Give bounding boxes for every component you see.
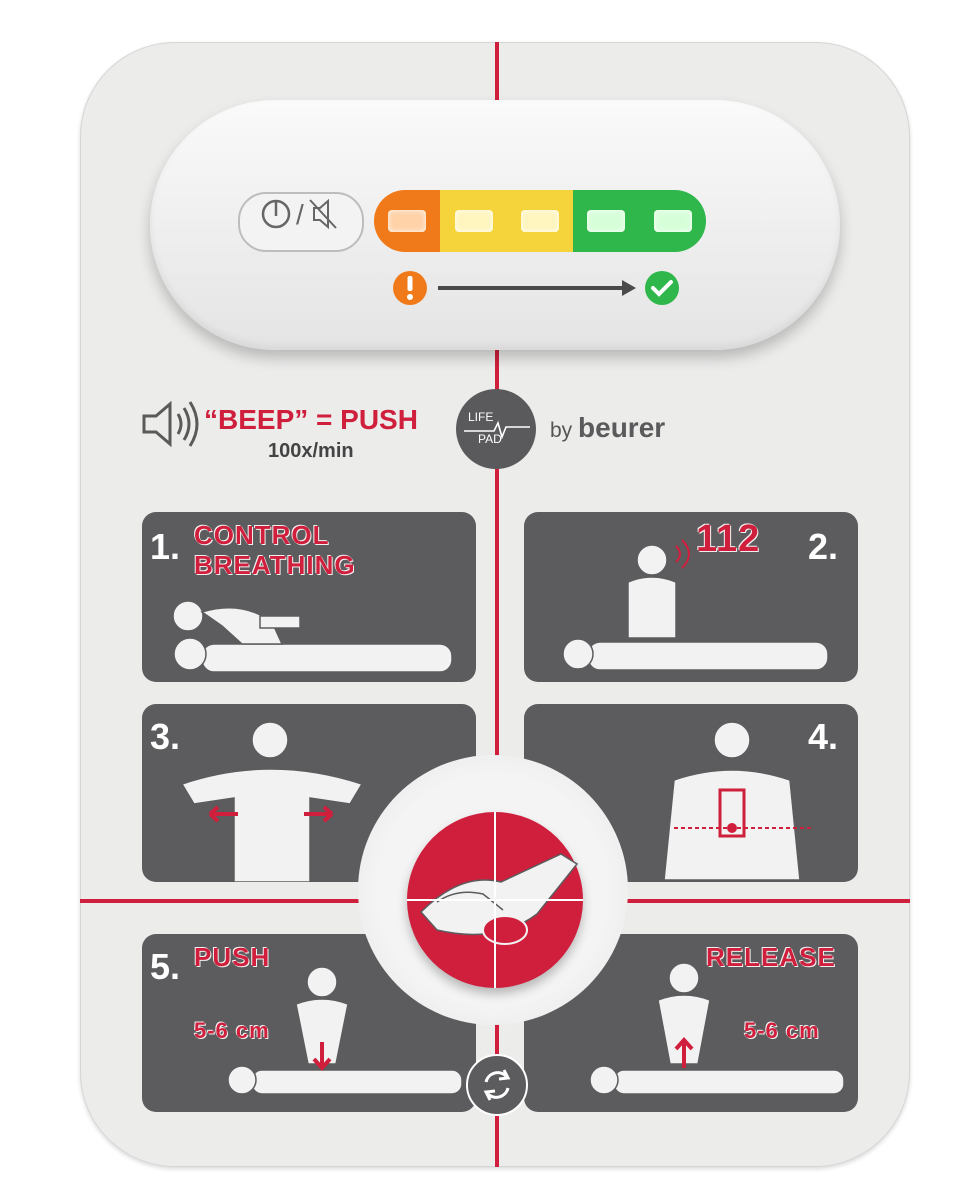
step-1-line2: BREATHING [194,550,356,580]
release-depth: 5-6 cm [744,1018,820,1043]
compression-rate: 100x/min [268,440,354,462]
step-1-panel: 1. CONTROL BREATHING [142,512,476,682]
open-shirt-illustration [180,721,364,882]
cpr-pad: / [80,42,910,1167]
warning-to-ok-scale [393,271,679,305]
check-breathing-illustration [172,600,453,673]
step-number: 2. [808,526,839,567]
speaker-icon [142,400,199,448]
step-2-panel: 112 2. [524,512,858,682]
step-1-line1: CONTROL [194,520,330,550]
call-emergency-illustration [562,539,829,671]
power-mute-icon: / [258,194,344,253]
push-depth: 5-6 cm [194,1018,270,1043]
by-text: by [550,419,573,442]
warning-icon [393,271,427,305]
hands-on-chest-icon [407,812,583,988]
brand-name: beurer [578,412,666,443]
lifepad-logo: LIFE PAD [456,389,536,469]
step-number: 5. [150,946,181,987]
push-label: PUSH [194,942,271,972]
led-yellow-2 [506,190,574,252]
step-number: 3. [150,716,181,757]
step-5-release-panel: RELEASE 5-6 cm [524,934,858,1112]
led-green-2 [639,190,706,252]
release-illustration [589,962,845,1095]
locate-chest-illustration [663,721,814,881]
compression-sensor-button[interactable] [407,812,583,988]
vertical-guide-line [495,42,499,1167]
led-yellow-1 [440,190,507,252]
check-icon [645,271,679,305]
power-mute-button[interactable]: / [238,192,364,252]
logo-life: LIFE [468,410,493,424]
pressure-indicator-leds [374,190,706,252]
step-5-push-panel: 5. PUSH 5-6 cm [142,934,476,1112]
emergency-number: 112 [696,518,761,560]
step-number: 4. [808,716,839,757]
cycle-icon [466,1054,528,1116]
brand-line: by beurer [550,412,665,444]
step-number: 1. [150,526,181,567]
push-illustration [227,966,463,1095]
svg-text:/: / [296,199,304,230]
feedback-console: / [150,100,840,350]
arrow-right-icon [438,280,636,296]
logo-pad: PAD [478,432,502,446]
led-green-1 [573,190,640,252]
led-orange [374,190,441,252]
beep-push-title: “BEEP” = PUSH [204,404,418,435]
release-label: RELEASE [706,942,836,972]
